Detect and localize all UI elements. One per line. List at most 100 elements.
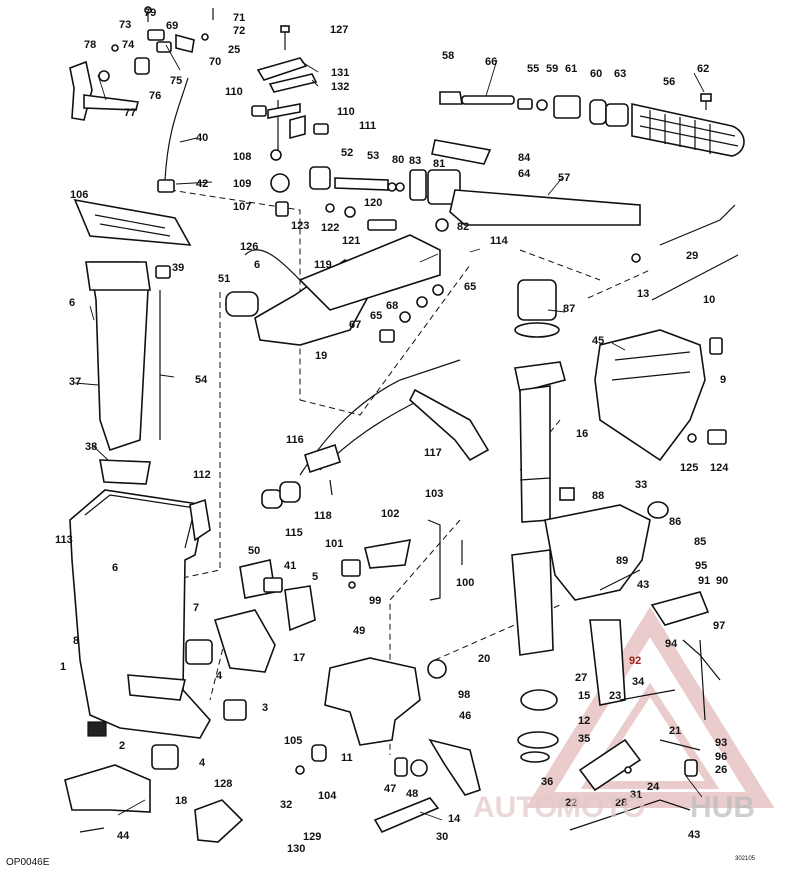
shift-lever-group [69,29,209,193]
callout-44: 44 [117,830,130,842]
grommet-51 [225,291,259,317]
callout-115: 115 [285,527,303,539]
callout-61: 61 [565,63,577,75]
tiller-arm [449,189,641,226]
callout-97: 97 [713,620,725,632]
callout-91: 91 [698,575,710,587]
throttle-link-group [256,57,318,93]
callout-69: 69 [166,20,178,32]
leader-lines [74,44,705,821]
callout-120: 120 [364,197,382,209]
mount-group [64,559,316,813]
callout-124: 124 [710,462,729,474]
cam [175,33,195,53]
callout-22: 22 [565,797,577,809]
throttle-shaft-group [251,100,329,217]
callout-32: 32 [280,799,292,811]
callout-113: 113 [55,534,73,546]
callout-42: 42 [196,178,208,190]
callout-2: 2 [119,740,125,752]
callout-110-right: 110 [337,106,355,118]
callout-10: 10 [703,294,715,306]
callout-111: 111 [359,120,376,132]
callout-13: 13 [637,288,649,300]
tilt-rod-group [631,204,739,301]
callout-38: 38 [85,441,97,453]
corner-code: 302105 [735,856,756,862]
callout-59: 59 [546,63,558,75]
callout-5: 5 [312,571,318,583]
callout-28: 28 [615,797,627,809]
callout-17: 17 [293,652,305,664]
callout-64: 64 [518,168,531,180]
callout-18: 18 [175,795,187,807]
callout-6-mid: 6 [112,562,118,574]
callout-3: 3 [262,702,268,714]
tiller-shaft [334,177,389,191]
throttle-grip-group [439,91,745,157]
callout-73: 73 [119,19,131,31]
bushing-87 [517,279,557,321]
callout-9: 9 [720,374,726,386]
mount-cover-18 [64,764,151,813]
callout-7: 7 [193,602,199,614]
callout-116: 116 [286,434,304,446]
callout-15: 15 [578,690,590,702]
callout-114: 114 [490,235,509,247]
callout-11: 11 [341,752,353,764]
callout-102: 102 [381,508,399,520]
callout-8: 8 [73,635,79,647]
callout-52: 52 [341,147,353,159]
cable-group [261,359,490,509]
callout-50: 50 [248,545,260,557]
callout-34: 34 [632,676,645,688]
callout-103: 103 [425,488,443,500]
lower-mount-17 [213,609,276,673]
callout-62: 62 [697,63,709,75]
callout-90: 90 [716,575,728,587]
callout-86: 86 [669,516,681,528]
shift-linkage-group [341,519,463,601]
callout-89: 89 [616,555,628,567]
callout-71: 71 [233,12,245,24]
clamp-screw-46 [428,738,481,796]
callout-40: 40 [196,132,208,144]
callout-87: 87 [563,303,575,315]
callout-33: 33 [635,479,647,491]
callout-88: 88 [592,490,604,502]
callout-129: 129 [303,831,321,843]
callout-126: 126 [240,241,258,253]
watermark-word-auto: AUTO [473,791,557,824]
callout-55: 55 [527,63,539,75]
gear [270,173,290,193]
callout-27: 27 [575,672,587,684]
callout-24: 24 [647,781,660,793]
rubber-mount-4b [151,744,179,770]
shift-handle [69,60,93,121]
callout-4-lower: 4 [199,757,206,769]
swivel-tube-20 [511,549,554,656]
callout-19: 19 [315,350,327,362]
bracket-128 [194,799,244,843]
shift-rod [164,77,189,181]
callout-36: 36 [541,776,553,788]
callout-46: 46 [459,710,471,722]
callout-23: 23 [609,690,621,702]
callout-53: 53 [367,150,379,162]
watermark-text: AUTO MOTO HUB [473,791,755,824]
callout-132: 132 [331,81,349,93]
callout-1: 1 [60,661,66,673]
bushing [134,57,150,75]
callout-80: 80 [392,154,404,166]
bushing-15 [520,689,558,711]
callout-100: 100 [456,577,474,589]
swivel-housing-33 [544,504,651,601]
lever-knob [98,70,110,82]
tiller-arm-group [309,139,641,232]
callout-127: 127 [330,24,348,36]
callout-108: 108 [233,151,251,163]
callout-122: 122 [321,222,339,234]
rubber-mount-4a [185,639,213,665]
